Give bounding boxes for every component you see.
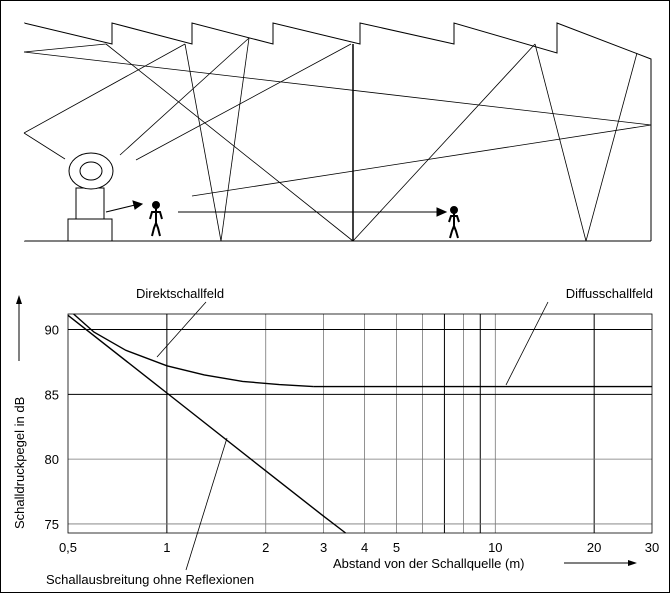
annotation-direktschallfeld: Direktschallfeld xyxy=(136,286,224,301)
x-tick-label: 1 xyxy=(163,540,170,555)
pointer-diffusschallfeld xyxy=(505,301,549,386)
x-axis-arrow xyxy=(564,560,637,566)
x-tick-label: 2 xyxy=(262,540,269,555)
plot-frame xyxy=(67,313,653,534)
annotation-diffusschallfeld: Diffusschallfeld xyxy=(566,286,653,301)
annotation-no-reflections: Schallausbreitung ohne Reflexionen xyxy=(46,572,254,587)
building-outline xyxy=(23,22,652,242)
pointer-no-reflections xyxy=(185,437,228,571)
y-axis-label: Schalldruckpegel in dB xyxy=(12,397,27,529)
arrows xyxy=(105,200,448,217)
pointer-direktschallfeld xyxy=(156,301,207,358)
series-line-schallausbreitung-ohne-reflexionen xyxy=(67,314,347,534)
x-tick-label: 30 xyxy=(645,540,659,555)
sawtooth-roof xyxy=(23,22,652,241)
y-tick-label: 80 xyxy=(45,452,59,467)
y-tick-label: 75 xyxy=(45,517,59,532)
y-tick-label: 85 xyxy=(45,387,59,402)
x-tick-label: 20 xyxy=(587,540,601,555)
reflection-rays xyxy=(23,37,652,242)
listener-near xyxy=(149,201,163,237)
x-tick-label: 5 xyxy=(393,540,400,555)
x-tick-label: 0,5 xyxy=(59,540,77,555)
sound-source xyxy=(67,152,114,242)
x-tick-label: 10 xyxy=(488,540,502,555)
x-tick-label: 4 xyxy=(361,540,368,555)
x-axis-label: Abstand von der Schallquelle (m) xyxy=(333,556,525,571)
y-axis-arrow xyxy=(16,295,22,361)
series-line-direktschallfeld xyxy=(73,313,314,388)
y-tick-label: 90 xyxy=(45,323,59,338)
listener-far xyxy=(448,206,460,239)
x-tick-label: 3 xyxy=(320,540,327,555)
